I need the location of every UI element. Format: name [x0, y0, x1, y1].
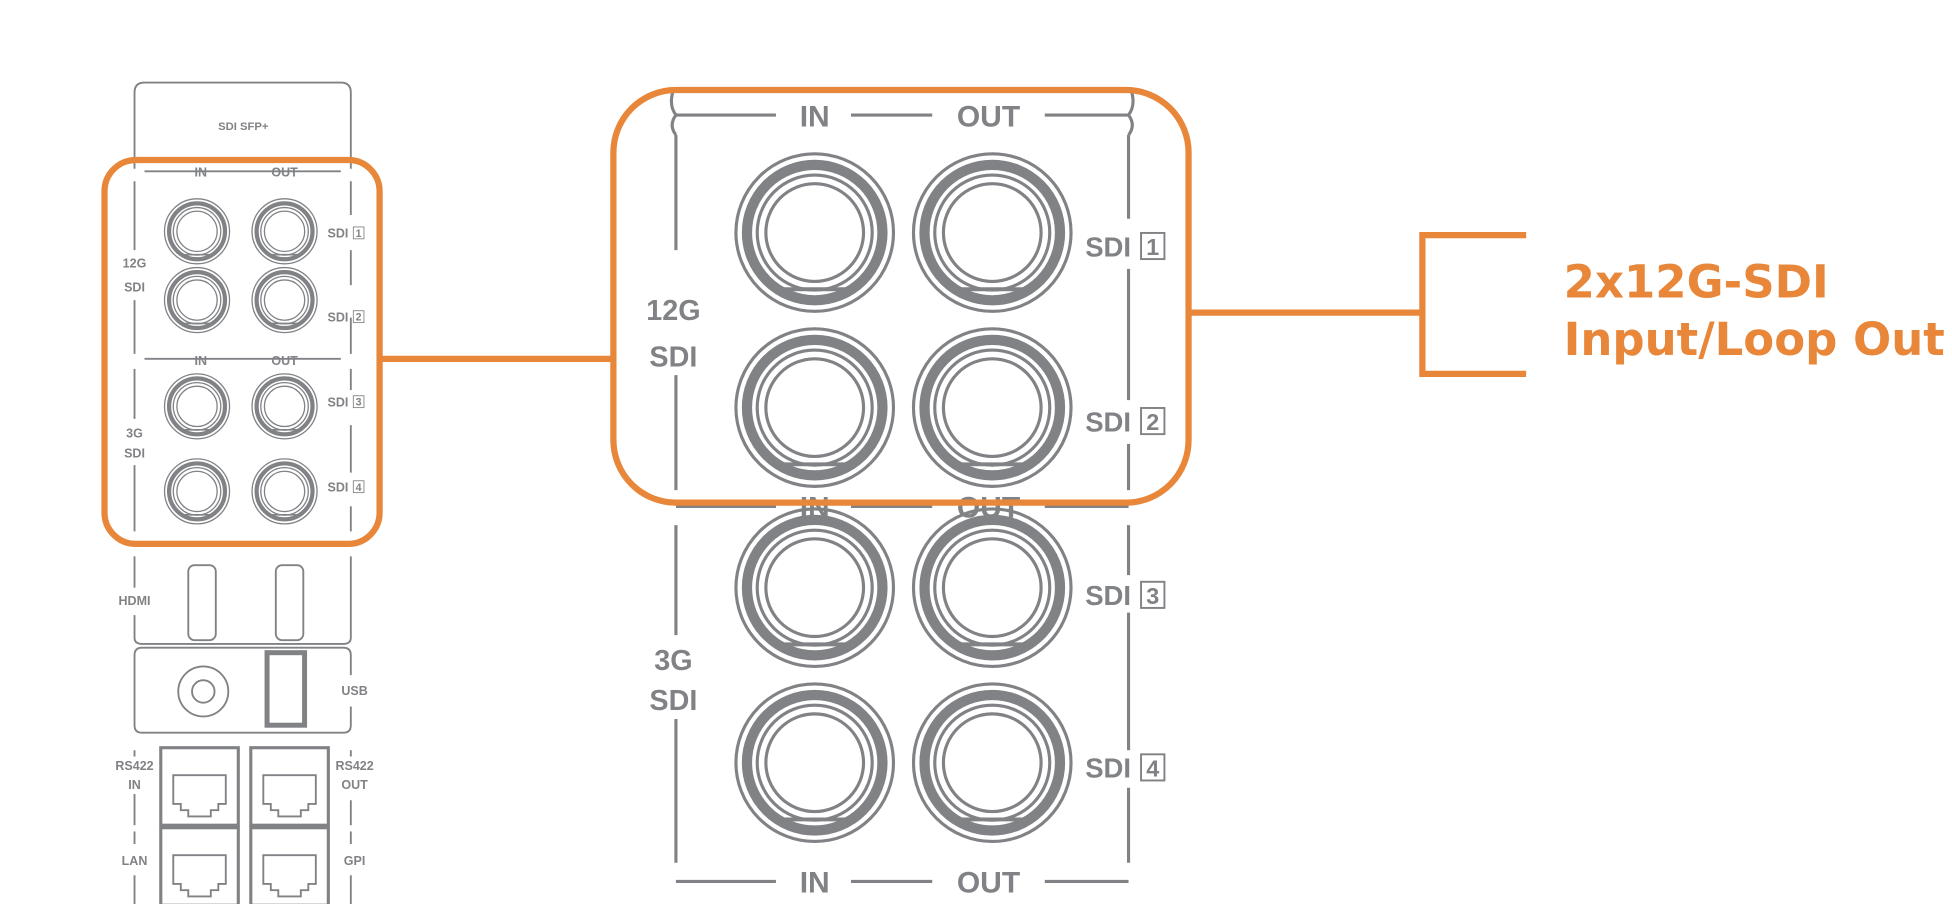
small-out-label-mid: OUT [271, 354, 298, 368]
bnc-in-sdi-3 [734, 507, 896, 669]
big-sdi-number-4: 4 [1146, 755, 1159, 781]
usb-section [133, 646, 352, 734]
big-sdi-label-4: SDI [1085, 753, 1131, 784]
callout-title: 2x12G-SDI [1564, 256, 1829, 309]
big-12g-sdi-label: SDI [649, 341, 697, 373]
usb-label: USB [341, 684, 367, 698]
big-sdi-number-2: 2 [1146, 409, 1159, 435]
small-in-label-top: IN [195, 165, 208, 179]
small-out-label-top: OUT [271, 165, 298, 179]
big-sdi-number-box-3 [1140, 580, 1166, 609]
small-bnc-out-1 [251, 198, 318, 265]
small-bnc-out-3 [251, 373, 318, 440]
sfp-slot [133, 81, 352, 169]
hdmi-label: HDMI [119, 594, 151, 608]
big-out-label-mid: OUT [957, 492, 1020, 525]
callout-bracket [1419, 231, 1527, 377]
small-sdi-label-1: SDI [327, 227, 348, 241]
small-in-label-mid: IN [195, 354, 208, 368]
ref-connector [177, 665, 230, 718]
usb-port [264, 650, 308, 728]
small-bnc-in-1 [163, 198, 231, 265]
small-sdi-number-box-2 [352, 310, 365, 324]
rs422-in-label: RS422 [115, 759, 153, 773]
small-bnc-in-2 [163, 266, 231, 334]
rs422-out-sub-label: OUT [341, 778, 368, 792]
small-sdi-number-box-1 [352, 226, 365, 240]
hdmi-section [133, 556, 352, 645]
bnc-out-sdi-1 [911, 152, 1073, 313]
sfp-label: SDI SFP+ [218, 121, 269, 133]
bnc-in-sdi-1 [734, 152, 896, 313]
big-highlight-box [610, 86, 1192, 506]
callout-subtitle: Input/Loop Out [1564, 313, 1945, 366]
sdi-3g-section [133, 368, 352, 532]
small-12g-label: 12G [123, 257, 147, 271]
big-3g-sdi-label: SDI [649, 685, 697, 717]
small-bnc-in-3 [163, 373, 231, 440]
small-highlight-box [101, 156, 383, 548]
highlight-callout [101, 86, 1527, 548]
small-sdi-number-box-3 [352, 395, 365, 409]
big-in-label-mid: IN [800, 492, 830, 525]
lan-label: LAN [122, 854, 148, 868]
big-sdi-number-box-1 [1140, 231, 1166, 261]
bnc-in-sdi-4 [734, 682, 896, 844]
big-sdi-number-box-2 [1140, 407, 1166, 436]
small-sdi-label-3: SDI [327, 395, 348, 409]
small-sdi-number-3: 3 [356, 397, 362, 409]
small-bnc-out-2 [251, 266, 318, 334]
big-sdi-number-3: 3 [1146, 583, 1159, 609]
rj45-ports [159, 746, 330, 904]
small-bnc-in-4 [163, 458, 231, 525]
big-sdi-number-1: 1 [1146, 234, 1159, 260]
small-sdi-number-box-4 [352, 480, 365, 494]
bnc-in-sdi-2 [734, 327, 896, 488]
big-sdi-number-box-4 [1140, 753, 1166, 782]
small-bnc-out-4 [251, 458, 318, 525]
big-out-label-bottom: OUT [957, 867, 1020, 900]
big-in-label-bottom: IN [800, 867, 830, 900]
sdi-12g-section [133, 170, 352, 360]
small-sdi-label-2: SDI [327, 310, 348, 324]
big-sdi-label-2: SDI [1085, 406, 1131, 437]
big-sdi-label-3: SDI [1085, 580, 1131, 611]
small-3g-label: 3G [126, 427, 143, 441]
small-sdi-number-4: 4 [356, 482, 362, 494]
small-rear-panel [133, 81, 352, 904]
big-panel-labels: IN OUT IN OUT IN OUT 12G SDI 3G SDI SDI 1… [646, 100, 1166, 900]
hdmi-port-out [274, 564, 305, 642]
small-sdi-number-1: 1 [356, 228, 362, 240]
small-sdi-number-2: 2 [356, 312, 362, 324]
big-panel-frame [669, 89, 1135, 884]
bnc-out-sdi-4 [911, 682, 1073, 844]
small-12g-sdi-label: SDI [124, 280, 145, 294]
rj45-section [133, 750, 352, 904]
bnc-out-sdi-2 [911, 327, 1073, 488]
bnc-out-sdi-3 [911, 507, 1073, 669]
small-panel-labels: SDI SFP+ IN OUT IN OUT 12G SDI 3G SDI SD… [115, 121, 373, 868]
big-sdi-label-1: SDI [1085, 231, 1131, 262]
small-sdi-label-4: SDI [327, 480, 348, 494]
big-12g-label: 12G [646, 295, 700, 327]
rs422-in-sub-label: IN [128, 778, 141, 792]
big-in-label-top: IN [800, 100, 830, 133]
hdmi-port-in [187, 564, 217, 642]
small-3g-sdi-label: SDI [124, 447, 145, 461]
rs422-out-label: RS422 [335, 759, 373, 773]
big-out-label-top: OUT [957, 100, 1020, 133]
big-3g-label: 3G [654, 645, 692, 677]
gpi-label: GPI [344, 854, 366, 868]
